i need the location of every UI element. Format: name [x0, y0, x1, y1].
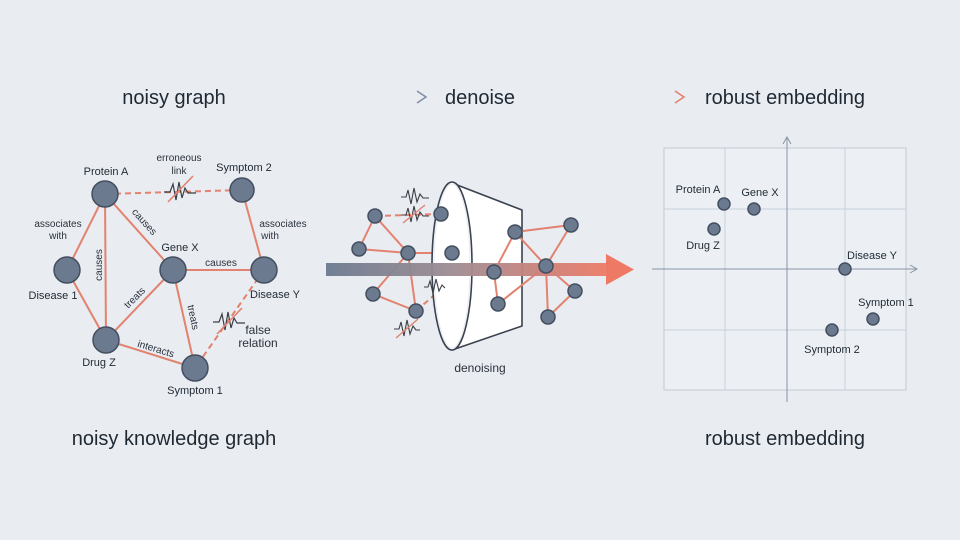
- input-node: [367, 208, 383, 224]
- edge-associates-with-right: [241, 189, 265, 271]
- node-label: Gene X: [161, 242, 199, 254]
- input-node: [400, 245, 416, 261]
- point-protein-a: [717, 197, 731, 211]
- edge-label: interacts: [136, 339, 175, 361]
- noisy-knowledge-graph: Protein A Symptom 2 Gene X Disease 1 Dis…: [29, 153, 307, 450]
- edge-label: causes: [129, 207, 158, 238]
- arrow-icon: [534, 90, 686, 104]
- point-disease-y: [838, 262, 852, 276]
- node-label: Disease 1: [29, 290, 78, 302]
- node-symptom-1: [181, 354, 209, 382]
- input-node: [365, 286, 381, 302]
- edge-causes-gene: [104, 193, 174, 271]
- edge-treats-left: [105, 269, 174, 341]
- input-node: [433, 206, 449, 222]
- output-node: [567, 283, 583, 299]
- noise-icon: [164, 175, 196, 203]
- arrow-icon: [245, 90, 428, 104]
- input-node: [408, 303, 424, 319]
- edge-causes-vertical: [104, 193, 107, 341]
- point-label: Gene X: [741, 187, 779, 199]
- point-label: Drug Z: [686, 240, 720, 252]
- flow-arrow-icon: [326, 254, 634, 285]
- point-drug-z: [707, 222, 721, 236]
- edge-label: with: [48, 231, 67, 242]
- annotation-erroneous-link: link: [171, 166, 187, 177]
- noise-icon: [424, 278, 446, 294]
- node-label: Protein A: [84, 166, 129, 178]
- output-node: [540, 309, 556, 325]
- node-label: Drug Z: [82, 357, 116, 369]
- graph-caption: noisy knowledge graph: [72, 428, 277, 450]
- edge-label: treats: [122, 285, 147, 310]
- input-node: [351, 241, 367, 257]
- embedding-axes: [652, 135, 919, 402]
- output-node: [507, 224, 523, 240]
- node-gene-x: [159, 256, 187, 284]
- node-drug-z: [92, 326, 120, 354]
- point-label: Disease Y: [847, 250, 898, 262]
- robust-embedding-plot: Protein A Gene X Drug Z Disease Y Sympto…: [652, 135, 919, 450]
- node-protein-a: [91, 180, 119, 208]
- annotation-erroneous-link: erroneous: [156, 153, 201, 164]
- edge-label: treats: [184, 304, 200, 331]
- point-label: Symptom 2: [804, 344, 860, 356]
- point-label: Symptom 1: [858, 297, 914, 309]
- noise-icon: [213, 307, 245, 335]
- node-symptom-2: [229, 177, 255, 203]
- node-disease-1: [53, 256, 81, 284]
- node-disease-y: [250, 256, 278, 284]
- edge-label: associates: [34, 219, 81, 230]
- noise-icon: [401, 204, 429, 224]
- edge-label: with: [260, 231, 279, 242]
- node-label: Symptom 2: [216, 162, 272, 174]
- noise-icon: [394, 318, 420, 339]
- point-symptom-2: [825, 323, 839, 337]
- denoising-filter: denoising: [326, 181, 634, 375]
- edge-label: associates: [259, 219, 306, 230]
- point-symptom-1: [866, 312, 880, 326]
- step-noisy-graph: noisy graph: [122, 87, 225, 109]
- step-denoise: denoise: [445, 87, 515, 109]
- input-node: [444, 245, 460, 261]
- point-label: Protein A: [676, 184, 721, 196]
- pipeline-header: noisy graph denoise robust embedding: [122, 87, 865, 109]
- step-robust-embedding: robust embedding: [705, 87, 865, 109]
- output-node: [490, 296, 506, 312]
- output-node: [486, 264, 502, 280]
- embedding-caption: robust embedding: [705, 428, 865, 450]
- edge-associates-with-left: [66, 193, 106, 271]
- point-gene-x: [747, 202, 761, 216]
- filter-label: denoising: [454, 361, 505, 375]
- noise-icon: [401, 187, 429, 205]
- edge-interacts: [105, 339, 196, 369]
- annotation-false-relation: relation: [238, 336, 277, 350]
- edge-label: causes: [205, 258, 237, 269]
- edge-treats-right: [172, 269, 196, 369]
- edge-label: causes: [94, 249, 105, 281]
- annotation-false-relation: false: [245, 323, 271, 337]
- output-node: [538, 258, 554, 274]
- edge-erroneous-link: [104, 189, 243, 195]
- output-node: [563, 217, 579, 233]
- node-label: Disease Y: [250, 289, 301, 301]
- node-label: Symptom 1: [167, 385, 223, 397]
